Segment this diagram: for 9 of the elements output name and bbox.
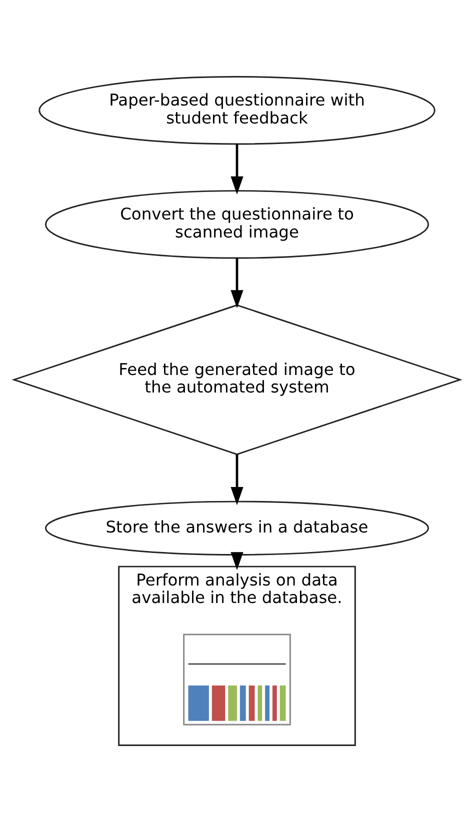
arrow (230, 454, 244, 506)
node-ellipse: Paper-based questionnaire with student feedback (38, 76, 436, 145)
arrow (230, 258, 244, 308)
cluster: Perform analysis on data available in the database. (118, 566, 356, 746)
arrow (230, 552, 244, 570)
arrow (230, 144, 244, 194)
node-diamond: Feed the generated image to the automated system (12, 304, 462, 456)
node-ellipse: Convert the questionnaire to scanned image (44, 190, 430, 259)
node-picture (183, 634, 291, 726)
